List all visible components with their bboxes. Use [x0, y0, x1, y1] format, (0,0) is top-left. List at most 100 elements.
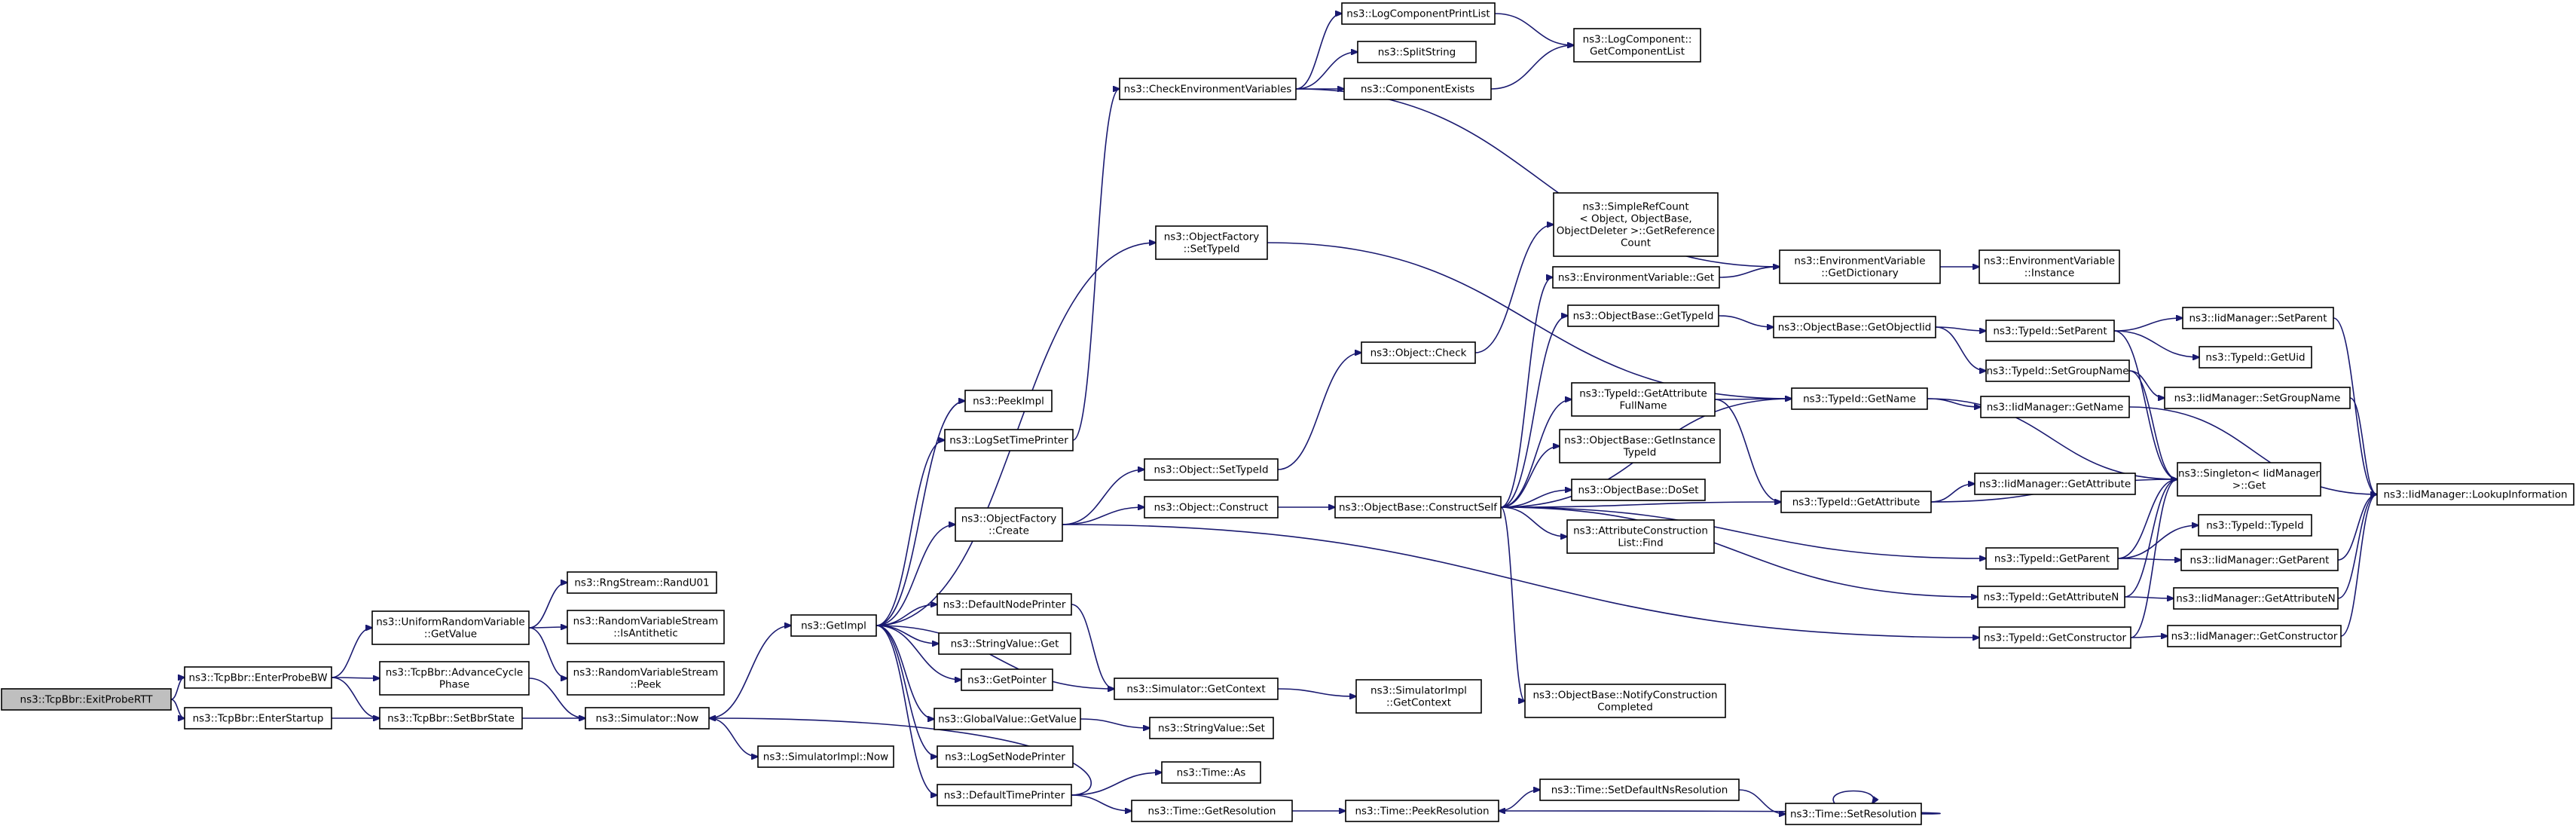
- node-ob-do-set[interactable]: ns3::ObjectBase::DoSet: [1571, 479, 1706, 501]
- node-global-value-get-value[interactable]: ns3::GlobalValue::GetValue: [934, 708, 1081, 730]
- node-label: ns3::ObjectBase::GetInstance: [1564, 435, 1716, 447]
- node-string-value-get[interactable]: ns3::StringValue::Get: [938, 632, 1071, 655]
- node-label: ns3::LogSetTimePrinter: [949, 435, 1068, 447]
- node-sim-impl-now[interactable]: ns3::SimulatorImpl::Now: [757, 745, 894, 768]
- node-ob-get-type-id[interactable]: ns3::ObjectBase::GetTypeId: [1567, 304, 1719, 327]
- node-label: ::IsAntithetic: [613, 628, 678, 640]
- node-tid-get-constructor[interactable]: ns3::TypeId::GetConstructor: [1979, 626, 2131, 649]
- node-iid-set-group-name[interactable]: ns3::IidManager::SetGroupName: [2164, 387, 2351, 409]
- node-iid-get-attribute[interactable]: ns3::IidManager::GetAttribute: [1974, 473, 2136, 495]
- node-log-set-node-printer[interactable]: ns3::LogSetNodePrinter: [937, 745, 1074, 768]
- node-sim-impl-get-context[interactable]: ns3::SimulatorImpl::GetContext: [1355, 679, 1482, 714]
- node-tid-get-name[interactable]: ns3::TypeId::GetName: [1791, 387, 1928, 410]
- node-tid-get-attribute-n[interactable]: ns3::TypeId::GetAttributeN: [1977, 586, 2125, 608]
- node-box: [567, 571, 717, 594]
- node-sim-get-context[interactable]: ns3::Simulator::GetContext: [1114, 678, 1279, 700]
- node-label: ns3::ObjectBase::ConstructSelf: [1339, 502, 1498, 514]
- node-env-var-get-dictionary[interactable]: ns3::EnvironmentVariable::GetDictionary: [1779, 249, 1941, 284]
- node-iid-get-name[interactable]: ns3::IidManager::GetName: [1980, 396, 2130, 418]
- node-time-peek-resolution[interactable]: ns3::Time::PeekResolution: [1345, 800, 1499, 822]
- node-default-node-printer[interactable]: ns3::DefaultNodePrinter: [937, 593, 1072, 616]
- node-label: ns3::Simulator::Now: [596, 713, 699, 725]
- node-tid-set-parent[interactable]: ns3::TypeId::SetParent: [1985, 320, 2115, 342]
- edge-sim-get-context-to-sim-impl-get-context: [1277, 688, 1356, 696]
- node-label: ns3::StringValue::Set: [1158, 723, 1265, 735]
- node-time-set-default-ns-res[interactable]: ns3::Time::SetDefaultNsResolution: [1539, 779, 1740, 801]
- node-iid-get-constructor[interactable]: ns3::IidManager::GetConstructor: [2167, 625, 2342, 647]
- node-simple-ref-count[interactable]: ns3::SimpleRefCount< Object, ObjectBase,…: [1553, 192, 1719, 257]
- node-time-set-resolution[interactable]: ns3::Time::SetResolution: [1785, 803, 1922, 825]
- node-time-as[interactable]: ns3::Time::As: [1161, 761, 1261, 784]
- node-label: ::GetDictionary: [1821, 268, 1898, 280]
- node-label: ns3::RandomVariableStream: [573, 667, 719, 679]
- edge-tid-get-attr-full-name-to-tid-get-attribute: [1714, 399, 1781, 502]
- node-rand-u01[interactable]: ns3::RngStream::RandU01: [567, 571, 717, 594]
- node-box: [379, 661, 530, 696]
- node-peek[interactable]: ns3::RandomVariableStream::Peek: [567, 661, 725, 696]
- node-component-exists[interactable]: ns3::ComponentExists: [1343, 78, 1492, 100]
- node-box: [1974, 473, 2136, 495]
- node-ob-notify-construction-completed[interactable]: ns3::ObjectBase::NotifyConstructionCompl…: [1524, 684, 1726, 718]
- node-tid-type-id[interactable]: ns3::TypeId::TypeId: [2198, 514, 2312, 537]
- node-tid-set-group-name[interactable]: ns3::TypeId::SetGroupName: [1985, 359, 2130, 382]
- node-log-set-time-printer[interactable]: ns3::LogSetTimePrinter: [944, 429, 1074, 451]
- node-iid-lookup-information[interactable]: ns3::IidManager::LookupInformation: [2376, 483, 2574, 506]
- node-exit-probe-rtt[interactable]: ns3::TcpBbr::ExitProbeRTT: [1, 688, 172, 711]
- node-iid-get-attribute-n[interactable]: ns3::IidManager::GetAttributeN: [2173, 587, 2339, 610]
- node-label: ns3::TcpBbr::AdvanceCycle: [386, 667, 523, 679]
- edge-iid-set-parent-to-iid-lookup-information: [2333, 317, 2377, 494]
- node-box: [1155, 225, 1268, 260]
- node-obj-construct[interactable]: ns3::Object::Construct: [1144, 496, 1279, 519]
- node-sim-now[interactable]: ns3::Simulator::Now: [585, 707, 710, 730]
- node-tid-get-attribute[interactable]: ns3::TypeId::GetAttribute: [1780, 491, 1932, 513]
- node-obj-check[interactable]: ns3::Object::Check: [1361, 341, 1476, 364]
- edge-check-env-vars-to-log-comp-print-list: [1295, 14, 1342, 90]
- node-default-time-printer[interactable]: ns3::DefaultTimePrinter: [937, 784, 1072, 806]
- node-ob-get-object-iid[interactable]: ns3::ObjectBase::GetObjectIid: [1773, 316, 1936, 338]
- edge-component-exists-to-log-comp-get-list: [1490, 45, 1574, 90]
- node-box: [567, 610, 725, 644]
- node-env-var-get[interactable]: ns3::EnvironmentVariable::Get: [1552, 266, 1720, 289]
- node-tid-get-uid[interactable]: ns3::TypeId::GetUid: [2199, 346, 2312, 369]
- node-obj-set-type-id[interactable]: ns3::Object::SetTypeId: [1144, 458, 1279, 481]
- node-label: ns3::SplitString: [1378, 47, 1456, 59]
- node-urv-get-value[interactable]: ns3::UniformRandomVariable::GetValue: [371, 610, 530, 645]
- node-env-var-instance[interactable]: ns3::EnvironmentVariable::Instance: [1979, 249, 2120, 284]
- edge-advance-cycle-to-sim-now: [528, 678, 585, 718]
- node-get-impl[interactable]: ns3::GetImpl: [790, 614, 877, 637]
- edge-log-comp-print-list-to-log-comp-get-list: [1494, 13, 1574, 45]
- node-iid-get-parent[interactable]: ns3::IidManager::GetParent: [2180, 549, 2339, 571]
- node-time-get-resolution[interactable]: ns3::Time::GetResolution: [1131, 800, 1293, 822]
- node-enter-startup[interactable]: ns3::TcpBbr::EnterStartup: [184, 707, 332, 730]
- node-string-value-set[interactable]: ns3::StringValue::Set: [1149, 717, 1274, 739]
- node-get-pointer[interactable]: ns3::GetPointer: [961, 668, 1053, 691]
- node-construct-self[interactable]: ns3::ObjectBase::ConstructSelf: [1334, 496, 1502, 519]
- node-label: ns3::DefaultTimePrinter: [944, 790, 1065, 802]
- node-box: [934, 708, 1081, 730]
- node-log-comp-print-list[interactable]: ns3::LogComponentPrintList: [1341, 2, 1496, 25]
- node-box: [567, 661, 725, 696]
- node-check-env-vars[interactable]: ns3::CheckEnvironmentVariables: [1119, 78, 1297, 100]
- edge-default-node-printer-to-sim-get-context: [1071, 604, 1114, 689]
- node-box: [1566, 519, 1715, 554]
- node-peek-impl[interactable]: ns3::PeekImpl: [964, 390, 1053, 412]
- node-set-bbr-state[interactable]: ns3::TcpBbr::SetBbrState: [379, 707, 523, 730]
- node-of-create[interactable]: ns3::ObjectFactory::Create: [955, 507, 1063, 542]
- node-box: [2180, 549, 2339, 571]
- edge-ob-get-type-id-to-ob-get-object-iid: [1718, 315, 1774, 327]
- node-is-antithetic[interactable]: ns3::RandomVariableStream::IsAntithetic: [567, 610, 725, 644]
- node-log-comp-get-list[interactable]: ns3::LogComponent::GetComponentList: [1573, 28, 1701, 63]
- edge-construct-self-to-tid-get-attribute: [1500, 502, 1781, 508]
- node-singleton-get[interactable]: ns3::Singleton< IidManager >::Get: [2177, 462, 2321, 497]
- node-label: ns3::IidManager::GetAttributeN: [2176, 593, 2335, 605]
- node-iid-set-parent[interactable]: ns3::IidManager::SetParent: [2182, 307, 2334, 329]
- node-enter-probe-bw[interactable]: ns3::TcpBbr::EnterProbeBW: [184, 666, 332, 689]
- node-tid-get-parent[interactable]: ns3::TypeId::GetParent: [1985, 547, 2119, 570]
- node-split-string[interactable]: ns3::SplitString: [1357, 41, 1477, 63]
- node-box: [1567, 304, 1719, 327]
- node-of-set-type-id[interactable]: ns3::ObjectFactory::SetTypeId: [1155, 225, 1268, 260]
